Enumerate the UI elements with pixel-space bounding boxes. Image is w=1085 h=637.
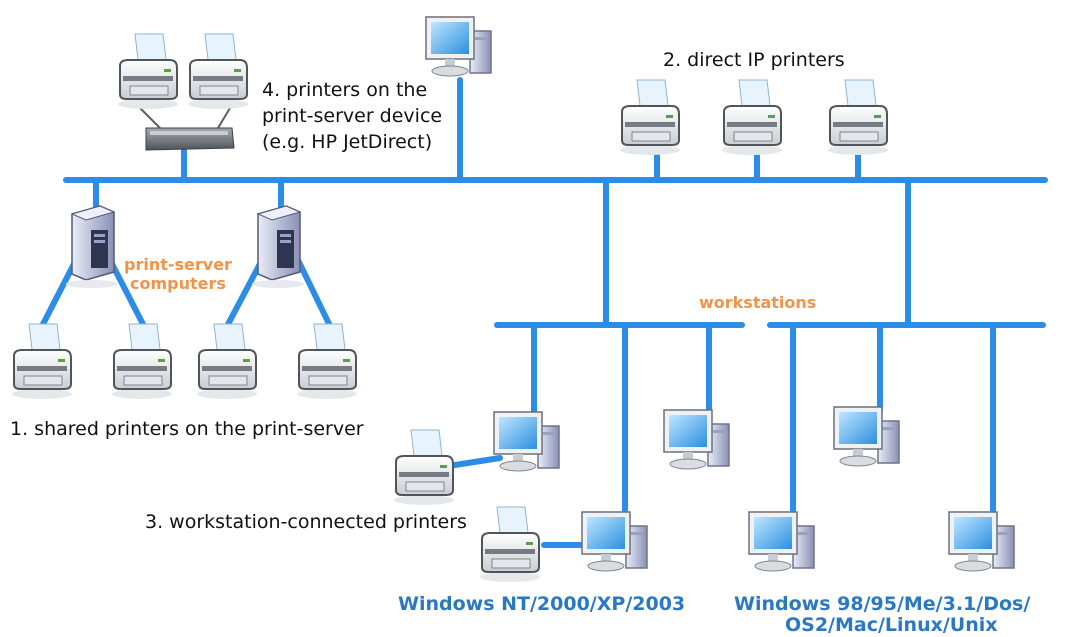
direct-ip-printers-label: 2. direct IP printers <box>663 49 845 71</box>
monitor-icon <box>493 411 560 472</box>
printer-icon <box>619 79 681 156</box>
monitor-icon <box>663 409 730 470</box>
windows-98-label-line1: Windows 98/95/Me/3.1/Dos/ <box>734 593 1031 615</box>
printer-icon <box>827 79 889 156</box>
printer-icon <box>393 429 455 506</box>
server-tower-icon <box>251 205 305 289</box>
monitor-icon <box>425 16 492 77</box>
print-server-device-label-line3: (e.g. HP JetDirect) <box>262 131 433 153</box>
print-server-computers-label-line1: print-server <box>124 255 232 274</box>
windows-nt-label: Windows NT/2000/XP/2003 <box>398 593 686 615</box>
windows-98-label-line2: OS2/Mac/Linux/Unix <box>785 614 998 636</box>
print-server-device-label-line1: 4. printers on the <box>262 79 428 101</box>
printer-icon <box>111 323 173 400</box>
monitor-icon <box>581 511 648 572</box>
printer-icon <box>721 79 783 156</box>
workstation-connected-printers-label: 3. workstation-connected printers <box>145 511 467 533</box>
printer-icon <box>479 506 541 583</box>
network-cables <box>37 77 1048 548</box>
print-server-device-label-line2: print-server device <box>262 105 443 127</box>
monitor-icon <box>748 511 815 572</box>
workstations-label: workstations <box>699 293 817 312</box>
printer-icon <box>117 33 179 110</box>
print-server-computers-label-line2: computers <box>130 274 226 293</box>
printer-icon <box>11 323 73 400</box>
printer-icon <box>196 323 258 400</box>
monitor-icon <box>833 406 900 467</box>
shared-printers-label: 1. shared printers on the print-server <box>10 418 364 440</box>
printer-icon <box>296 323 358 400</box>
monitor-icon <box>948 511 1015 572</box>
printer-icon <box>187 33 249 110</box>
print-server-box-icon <box>139 107 235 151</box>
server-tower-icon <box>65 205 119 289</box>
